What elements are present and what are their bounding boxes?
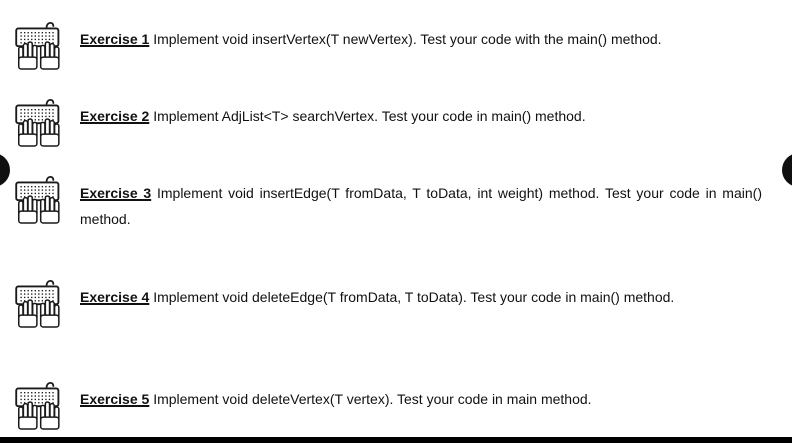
exercise-label: Exercise 5 bbox=[80, 391, 150, 407]
exercise-text: Exercise 3 Implement void insertEdge(T f… bbox=[80, 170, 762, 232]
exercise-text: Exercise 1 Implement void insertVertex(T… bbox=[80, 16, 762, 52]
exercise-item: Exercise 5 Implement void deleteVertex(T… bbox=[12, 376, 762, 430]
exercise-item: Exercise 3 Implement void insertEdge(T f… bbox=[12, 170, 762, 232]
exercise-body: Implement void insertEdge(T fromData, T … bbox=[80, 185, 762, 227]
keyboard-typing-hands-icon bbox=[12, 376, 68, 430]
exercise-label: Exercise 4 bbox=[80, 289, 150, 305]
exercise-body: Implement void deleteEdge(T fromData, T … bbox=[153, 289, 675, 305]
exercise-body: Implement void insertVertex(T newVertex)… bbox=[153, 31, 662, 47]
keyboard-typing-hands-icon bbox=[12, 274, 68, 328]
exercise-item: Exercise 2 Implement AdjList<T> searchVe… bbox=[12, 93, 762, 147]
keyboard-typing-hands-icon bbox=[12, 16, 68, 70]
keyboard-typing-hands-icon bbox=[12, 93, 68, 147]
exercise-label: Exercise 1 bbox=[80, 31, 150, 47]
exercise-item: Exercise 1 Implement void insertVertex(T… bbox=[12, 16, 762, 70]
bottom-bar bbox=[0, 437, 792, 443]
exercise-body: Implement AdjList<T> searchVertex. Test … bbox=[153, 108, 586, 124]
exercise-text: Exercise 2 Implement AdjList<T> searchVe… bbox=[80, 93, 762, 129]
prev-slide-button[interactable] bbox=[0, 153, 10, 187]
next-slide-button[interactable] bbox=[782, 153, 792, 187]
exercise-item: Exercise 4 Implement void deleteEdge(T f… bbox=[12, 274, 762, 328]
exercise-text: Exercise 5 Implement void deleteVertex(T… bbox=[80, 376, 762, 412]
exercise-label: Exercise 3 bbox=[80, 185, 152, 201]
keyboard-typing-hands-icon bbox=[12, 170, 68, 224]
exercise-label: Exercise 2 bbox=[80, 108, 150, 124]
exercise-body: Implement void deleteVertex(T vertex). T… bbox=[153, 391, 592, 407]
exercise-text: Exercise 4 Implement void deleteEdge(T f… bbox=[80, 274, 762, 310]
